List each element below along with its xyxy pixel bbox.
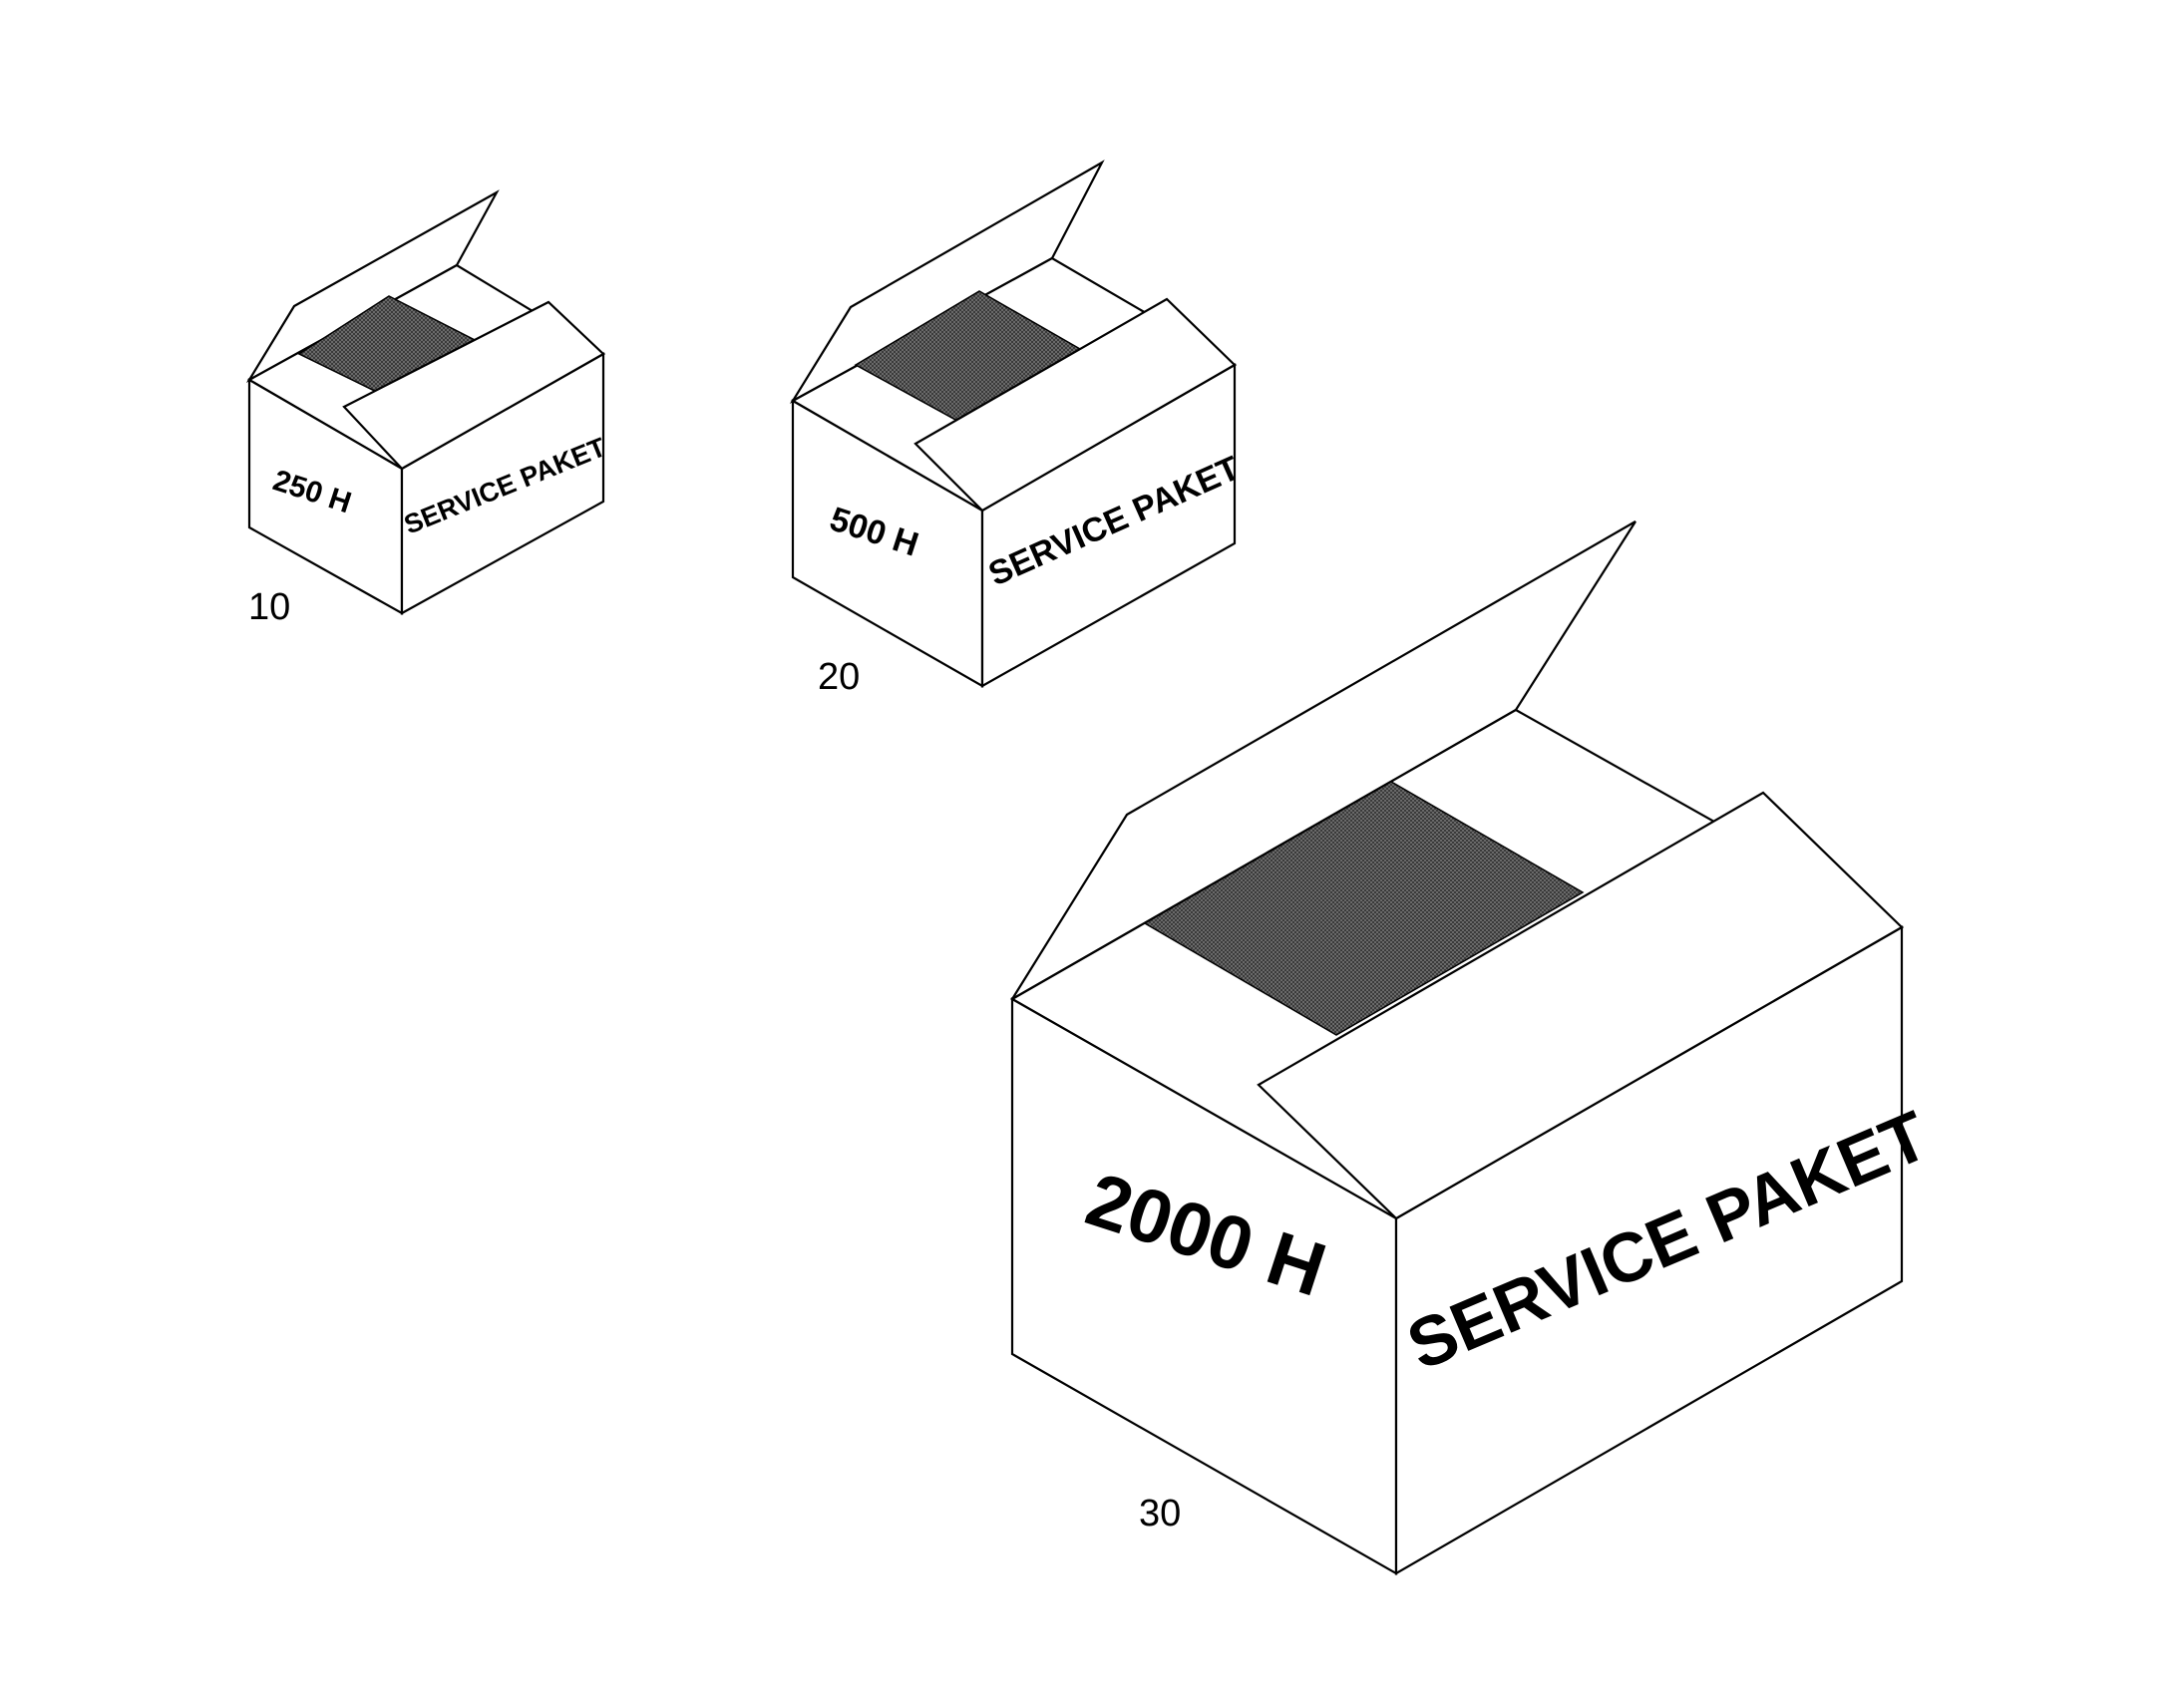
box-large-ref-number: 30 xyxy=(1139,1493,1181,1535)
box-large-window xyxy=(1143,781,1585,1036)
box-small: 250 H SERVICE PAKET 10 xyxy=(245,189,610,628)
box-medium: 500 H SERVICE PAKET 20 xyxy=(789,160,1246,698)
box-small-ref-number: 10 xyxy=(248,586,290,628)
box-large-front-flap xyxy=(1257,791,1904,1220)
box-medium-ref-number: 20 xyxy=(818,656,860,698)
box-medium-front-flap xyxy=(913,297,1237,512)
box-large: 2000 H SERVICE PAKET 30 xyxy=(1009,520,1939,1575)
box-small-front-flap xyxy=(342,300,605,471)
